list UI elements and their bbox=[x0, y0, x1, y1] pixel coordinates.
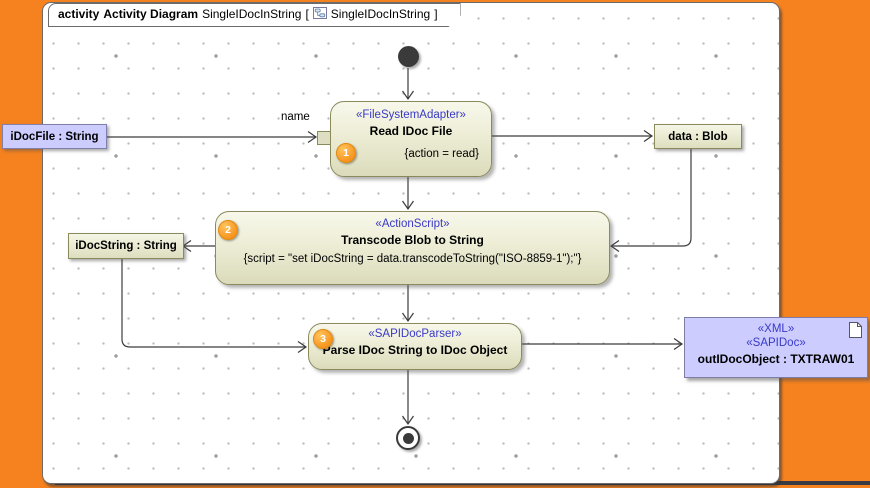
action-read-idoc-file[interactable]: «FileSystemAdapter» Read IDoc File {acti… bbox=[330, 101, 492, 177]
object-label: data : Blob bbox=[668, 130, 728, 143]
diagram-name-label: SingleIDocInString bbox=[330, 7, 431, 21]
edge-parse-to-outidocobject[interactable] bbox=[520, 338, 684, 350]
diagram-type-label: Activity Diagram bbox=[103, 7, 199, 21]
badge-1[interactable]: 1 bbox=[336, 143, 356, 163]
diagram-kind-label: activity bbox=[58, 7, 100, 21]
object-outidocobject[interactable]: «XML» «SAPIDoc» outIDocObject : TXTRAW01 bbox=[684, 317, 868, 378]
edge-data-to-transcode[interactable] bbox=[609, 148, 692, 252]
object-label: iDocString : String bbox=[75, 240, 177, 252]
object-data-blob[interactable]: data : Blob bbox=[654, 124, 742, 149]
badge-3[interactable]: 3 bbox=[313, 329, 333, 349]
initial-node[interactable] bbox=[398, 46, 419, 67]
stereotype-label: «SAPIDoc» bbox=[746, 337, 806, 349]
action-name: Read IDoc File bbox=[369, 124, 453, 138]
final-node[interactable] bbox=[396, 426, 420, 450]
final-node-dot bbox=[402, 432, 414, 444]
action-name: Parse IDoc String to IDoc Object bbox=[322, 343, 508, 357]
edge-idocstring-to-parse[interactable] bbox=[121, 258, 308, 353]
diagram-canvas[interactable]: activity Activity Diagram SingleIDocInSt… bbox=[42, 2, 780, 484]
diagram-context-label: SingleIDocInString bbox=[202, 7, 302, 21]
edge-initial-to-read[interactable] bbox=[402, 68, 414, 101]
object-idocfile[interactable]: iDocFile : String bbox=[2, 124, 107, 149]
edge-transcode-to-parse[interactable] bbox=[402, 278, 414, 323]
edge-parse-to-final[interactable] bbox=[402, 365, 414, 426]
stereotype-label: «SAPIDocParser» bbox=[368, 328, 462, 340]
stereotype-label: «ActionScript» bbox=[375, 218, 450, 230]
document-icon bbox=[849, 322, 862, 341]
diagram-frame-header[interactable]: activity Activity Diagram SingleIDocInSt… bbox=[48, 3, 461, 27]
activity-diagram-icon bbox=[313, 7, 327, 22]
action-spec: {action = read} bbox=[404, 148, 480, 160]
pin-name-label: name bbox=[281, 111, 310, 123]
object-idocstring[interactable]: iDocString : String bbox=[68, 233, 184, 259]
edge-idocfile-to-pin[interactable] bbox=[105, 131, 318, 143]
input-pin-name[interactable] bbox=[317, 131, 331, 145]
object-label: iDocFile : String bbox=[10, 130, 99, 143]
edge-transcode-to-idocstring[interactable] bbox=[181, 240, 215, 252]
object-label: outIDocObject : TXTRAW01 bbox=[697, 352, 855, 366]
stereotype-label: «XML» bbox=[757, 323, 795, 335]
bracket-open: [ bbox=[305, 7, 309, 21]
bracket-close: ] bbox=[434, 7, 438, 21]
action-parse-idoc[interactable]: «SAPIDocParser» Parse IDoc String to IDo… bbox=[308, 323, 522, 370]
action-spec: {script = "set iDocString = data.transco… bbox=[243, 253, 582, 265]
action-transcode-blob[interactable]: «ActionScript» Transcode Blob to String … bbox=[215, 211, 610, 285]
action-name: Transcode Blob to String bbox=[341, 233, 484, 247]
edge-read-to-data[interactable] bbox=[490, 130, 654, 142]
badge-2[interactable]: 2 bbox=[218, 220, 238, 240]
stereotype-label: «FileSystemAdapter» bbox=[356, 109, 466, 121]
